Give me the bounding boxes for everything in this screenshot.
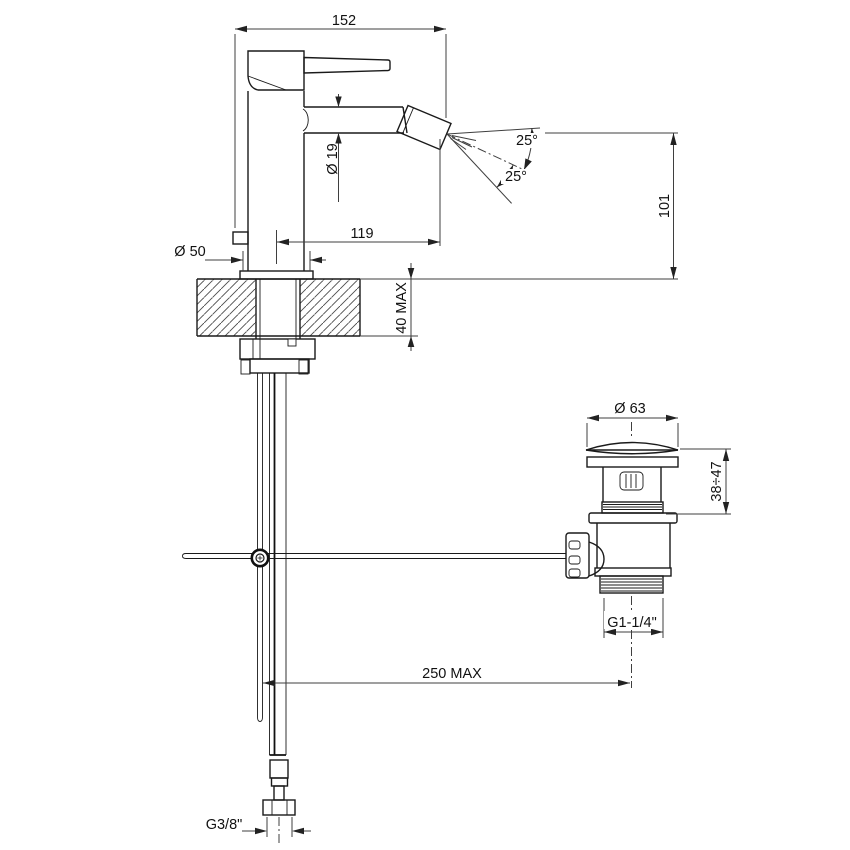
dim-waste-cap-diameter: Ø 63 (586, 401, 679, 447)
dim-label-waste-cap-diameter: Ø 63 (614, 401, 645, 417)
base-plate (239, 270, 314, 280)
dim-label-supply-thread: G3/8" (206, 817, 243, 833)
dim-waste-thread: G1-1/4" (603, 598, 664, 638)
dim-spout-reach: 119 (276, 139, 441, 264)
dim-base-diameter: Ø 50 (174, 244, 326, 271)
dim-label-deck-thickness: 40 MAX (394, 282, 410, 334)
mounting-nut (239, 338, 316, 375)
aerator-ring (401, 107, 414, 135)
dim-rod-reach: 250 MAX (263, 666, 630, 687)
dim-label-spray-angle-lower: 25° (505, 169, 527, 185)
upper-thread (601, 501, 664, 514)
linkage-pivot (250, 548, 270, 568)
deck-hatching-right (300, 279, 360, 336)
supply-hose (269, 373, 287, 756)
overflow-slot (619, 471, 644, 491)
waste-thread-g114-section (599, 575, 664, 594)
waste-bottom-lip (594, 567, 672, 577)
pop-up-waste-view (565, 422, 679, 688)
mixer-body (232, 91, 314, 280)
waste-mid-flange (588, 512, 678, 524)
dim-label-base-diameter: Ø 50 (174, 244, 205, 260)
spray-upper-boundary (446, 127, 541, 135)
mounting-shank (255, 279, 301, 339)
pop-up-pull-rod (257, 373, 263, 722)
waste-linkage-nut (565, 532, 605, 579)
waste-cap (585, 441, 679, 468)
bidet-mixer-view (182, 50, 566, 816)
dim-label-waste-height-range: 38÷47 (709, 461, 725, 501)
pop-up-knob (232, 231, 249, 245)
waste-body (588, 467, 678, 594)
dim-label-spout-reach: 119 (350, 226, 373, 242)
supply-connector-g38 (262, 759, 296, 816)
mounting-deck-section (196, 278, 361, 337)
waste-cap-flange (586, 456, 679, 468)
dim-label-waste-thread: G1-1/4" (607, 615, 656, 631)
dim-spout-diameter: Ø 19 (325, 94, 342, 202)
dim-label-rod-reach: 250 MAX (422, 666, 482, 682)
spout (302, 104, 452, 151)
horizontal-linkage-rod (182, 553, 566, 559)
handle-lever (247, 50, 391, 91)
dim-supply-thread: G3/8" (206, 817, 311, 837)
dim-deck-thickness: 40 MAX (360, 263, 418, 351)
dim-label-spout-diameter: Ø 19 (325, 143, 341, 174)
dim-total-width: 152 (234, 13, 447, 228)
dim-spout-height: 101 (360, 132, 678, 280)
deck-hatching-left (197, 279, 256, 336)
spray-centerline (446, 133, 525, 171)
spray-lower-boundary (446, 133, 512, 204)
spray-dashes (450, 135, 477, 150)
lever-handle (303, 56, 391, 74)
dim-waste-height-range: 38÷47 (666, 448, 731, 515)
dim-label-total-width: 152 (332, 13, 356, 29)
hex-nut (262, 799, 296, 816)
linkage-cone (588, 541, 605, 577)
dim-label-spout-height: 101 (657, 194, 673, 218)
spout-end-face (402, 106, 408, 134)
dim-label-spray-angle-upper: 25° (516, 133, 538, 149)
